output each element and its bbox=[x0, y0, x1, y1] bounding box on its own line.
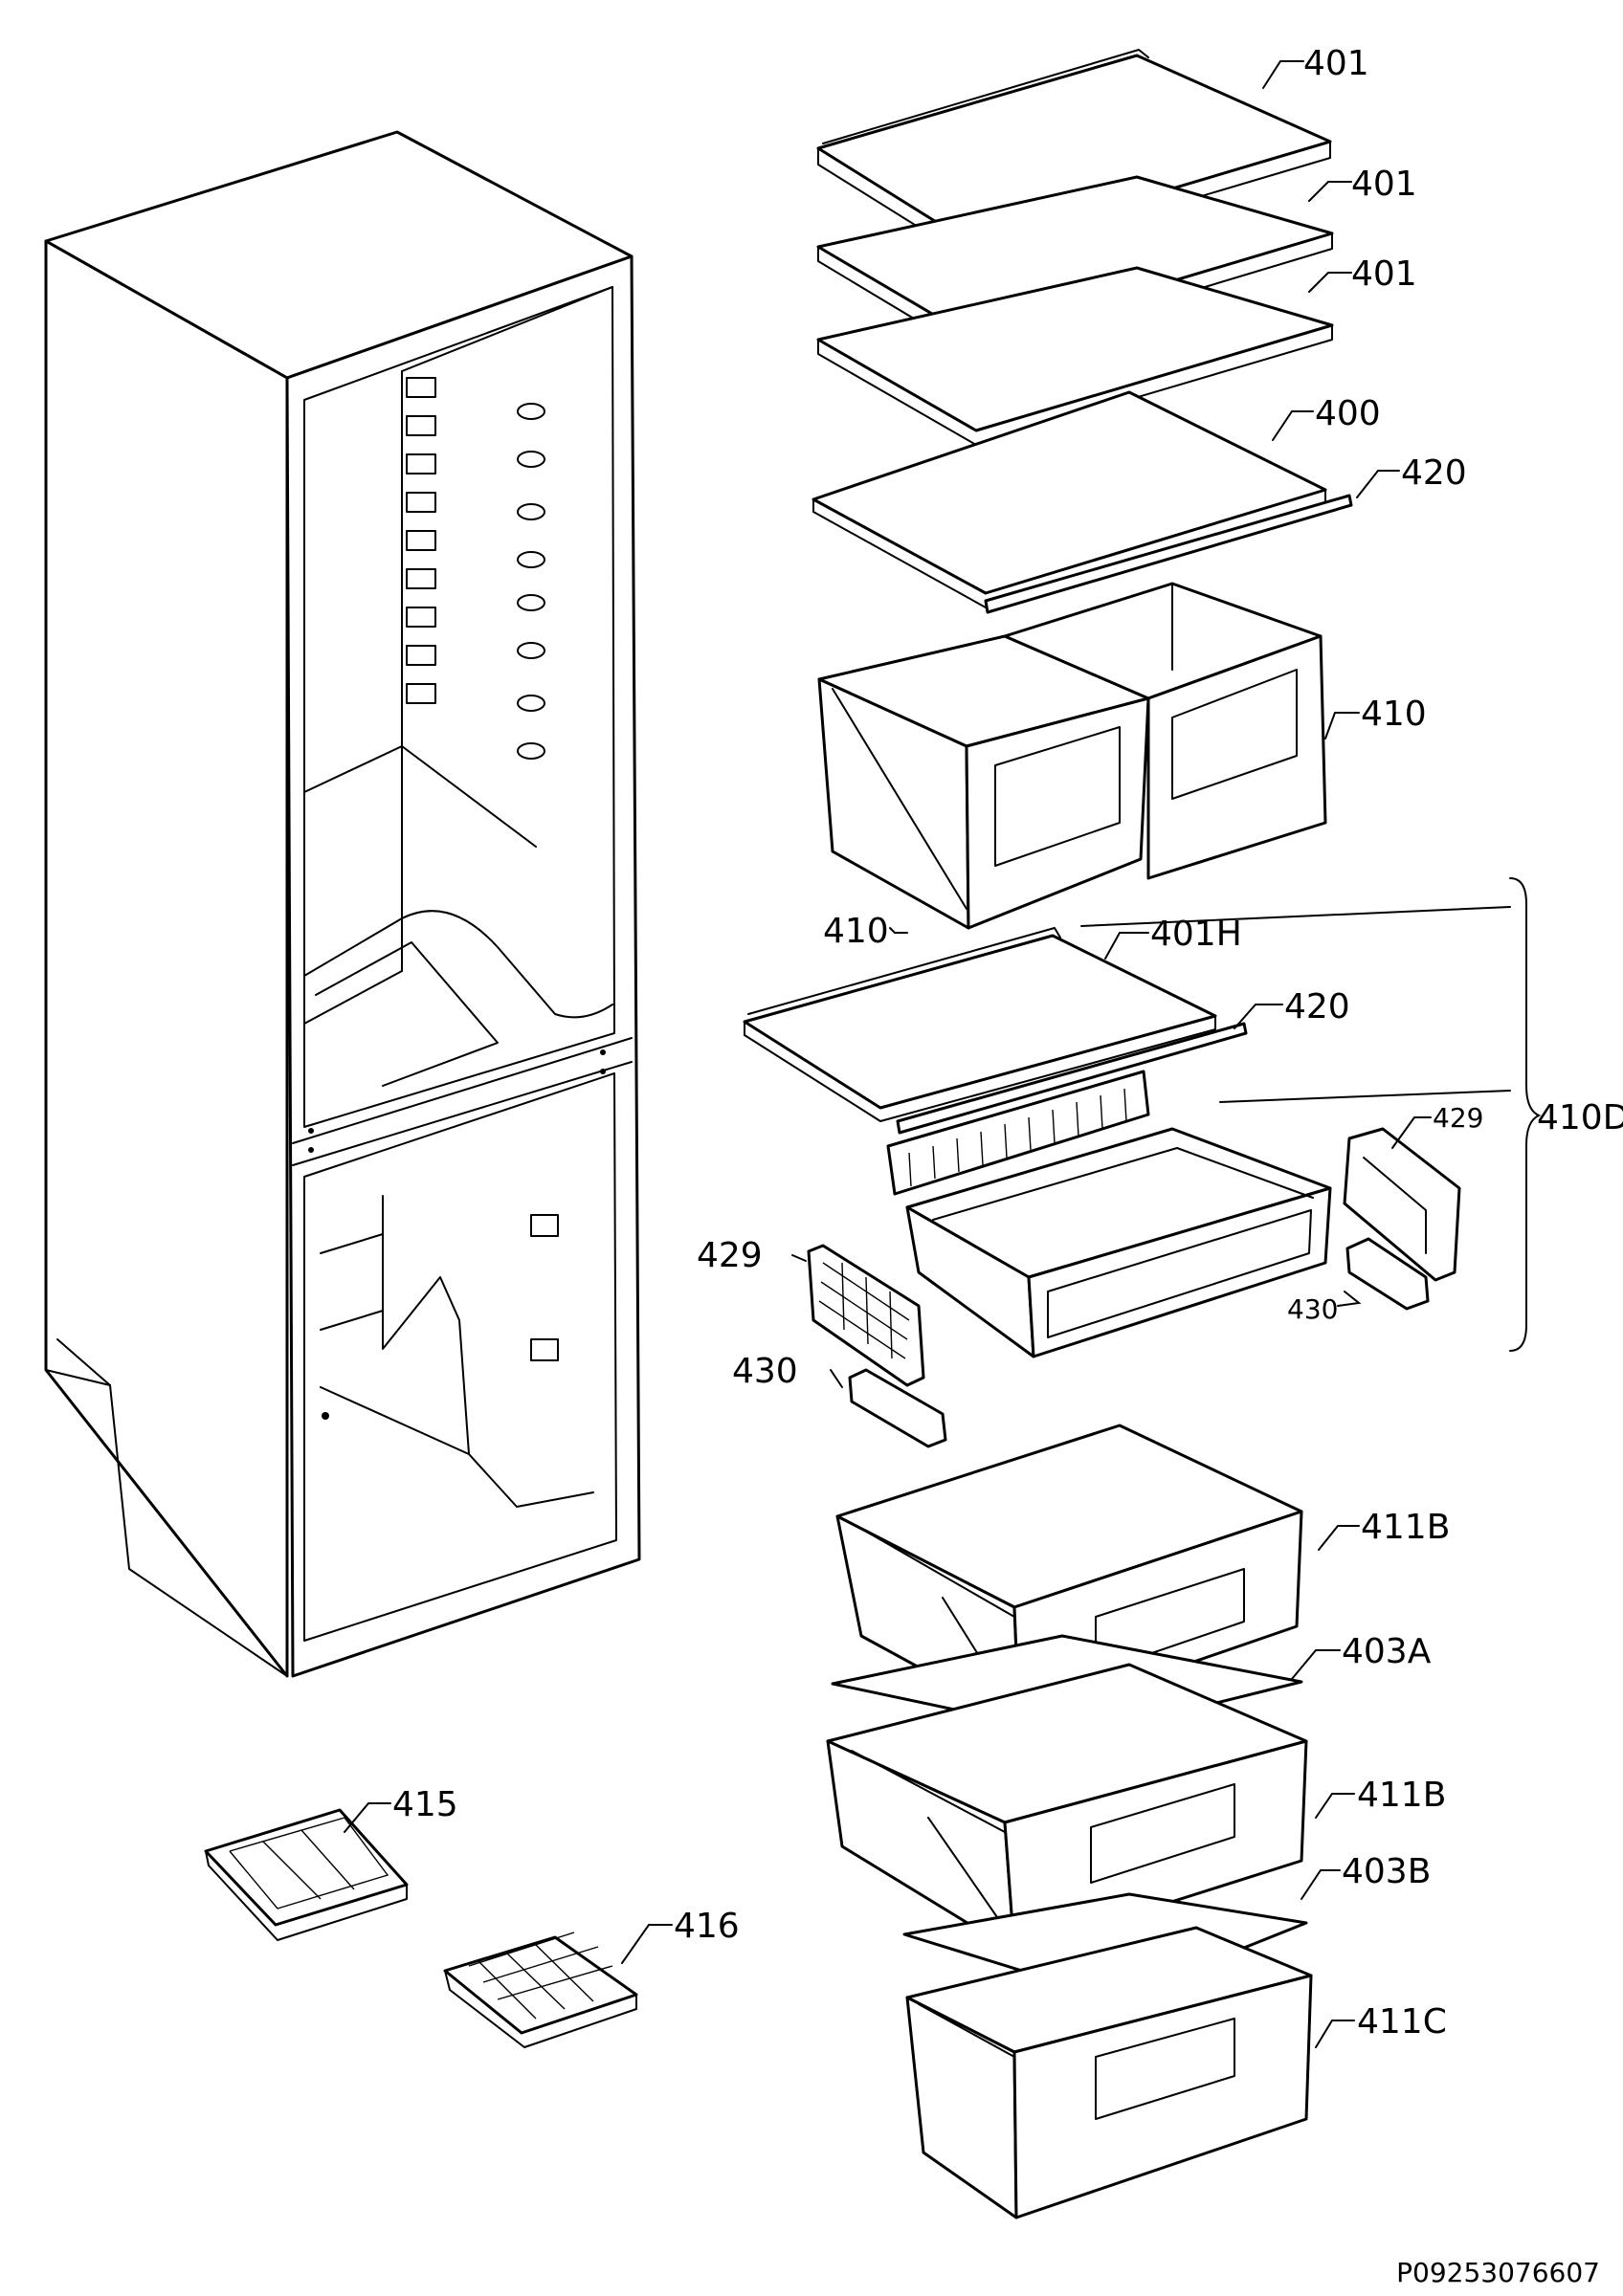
trim-strip-420-top bbox=[984, 494, 1353, 614]
shelf-supports bbox=[406, 377, 545, 760]
part-labels: 401 401 401 400 420 410 410 401H 420 410… bbox=[392, 44, 1623, 2288]
label-429-left: 429 bbox=[697, 1236, 763, 1275]
freshness-drawer-410d bbox=[886, 877, 1542, 1358]
label-416: 416 bbox=[674, 1907, 740, 1946]
rail-430-left bbox=[848, 1368, 947, 1448]
label-429-right: 429 bbox=[1433, 1102, 1483, 1134]
crisper-drawer-411c bbox=[905, 1926, 1313, 2219]
document-id: P09253076607 bbox=[1396, 2257, 1600, 2288]
label-411c: 411C bbox=[1357, 2002, 1447, 2042]
label-401-a: 401 bbox=[1303, 44, 1369, 83]
label-420-top: 420 bbox=[1401, 453, 1467, 493]
label-430-left: 430 bbox=[732, 1352, 798, 1391]
label-401-b: 401 bbox=[1351, 165, 1417, 204]
trim-strip-420-mid bbox=[896, 1022, 1248, 1135]
leader-lines bbox=[344, 60, 1432, 2048]
label-411b-mid: 411B bbox=[1357, 1776, 1446, 1815]
vegetable-bin-410-left bbox=[817, 634, 1150, 930]
glass-shelf-401-a bbox=[816, 49, 1332, 264]
label-420-mid: 420 bbox=[1284, 987, 1350, 1027]
label-415: 415 bbox=[392, 1785, 458, 1824]
glass-shelf-401h bbox=[743, 927, 1217, 1122]
label-401-c: 401 bbox=[1351, 254, 1417, 294]
label-400: 400 bbox=[1315, 394, 1381, 433]
crisper-drawer-411b-mid bbox=[826, 1663, 1308, 1954]
ice-cube-box-415 bbox=[204, 1808, 409, 1941]
side-guard-429-left bbox=[807, 1244, 925, 1387]
label-401h: 401H bbox=[1150, 915, 1242, 954]
label-410d: 410D bbox=[1537, 1098, 1623, 1137]
refrigerator-cabinet bbox=[44, 130, 641, 1678]
label-430-right: 430 bbox=[1287, 1293, 1338, 1325]
label-403b: 403B bbox=[1342, 1852, 1431, 1891]
label-410-right: 410 bbox=[1361, 695, 1427, 734]
label-411b-top: 411B bbox=[1361, 1508, 1450, 1547]
vegetable-bin-410-right bbox=[1003, 582, 1327, 880]
label-410-left: 410 bbox=[823, 912, 889, 951]
label-403a: 403A bbox=[1342, 1632, 1432, 1671]
ice-cube-tray-416 bbox=[443, 1932, 638, 2048]
